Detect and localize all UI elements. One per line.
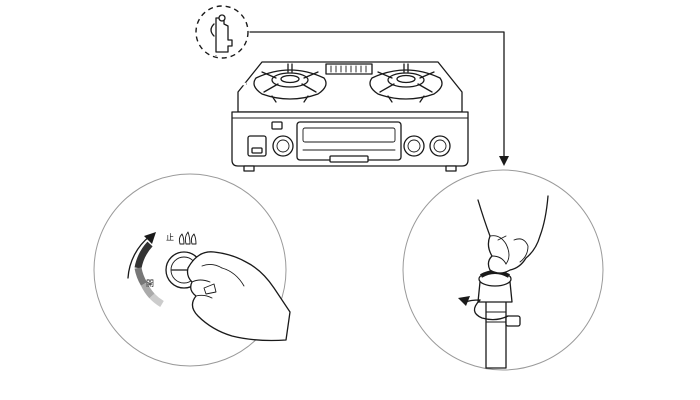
stove-foot-left [243, 165, 255, 172]
gas-pipe [485, 299, 521, 369]
gas-valve [210, 14, 233, 53]
gas-valve-closeup [477, 270, 513, 303]
left-knob [272, 135, 294, 157]
right-inset [402, 169, 604, 371]
grill-knob [403, 135, 425, 157]
gas-hose [214, 55, 247, 86]
right-knob [429, 135, 451, 157]
close-rotation-arrow [458, 296, 509, 321]
callout-arrow [249, 31, 509, 166]
stop-label: 止 [166, 232, 174, 242]
grill-window [296, 121, 402, 163]
stove-foot-right [445, 165, 457, 172]
flame-icon [178, 231, 197, 245]
gas-stove [231, 61, 469, 172]
flame-level-arc [134, 241, 164, 308]
left-burner [253, 63, 327, 103]
open-label: 開 [146, 279, 154, 288]
ignition-button [247, 135, 267, 157]
indicator-window [271, 121, 283, 130]
hand-closing-valve [477, 195, 549, 274]
pipe-clip [505, 315, 521, 327]
hand-turning-knob [186, 251, 291, 342]
left-inset: 止 開 [93, 173, 291, 367]
rotate-arrow [127, 232, 156, 279]
right-burner [369, 63, 443, 103]
callout-circle [195, 5, 249, 59]
rear-vent [325, 63, 373, 75]
